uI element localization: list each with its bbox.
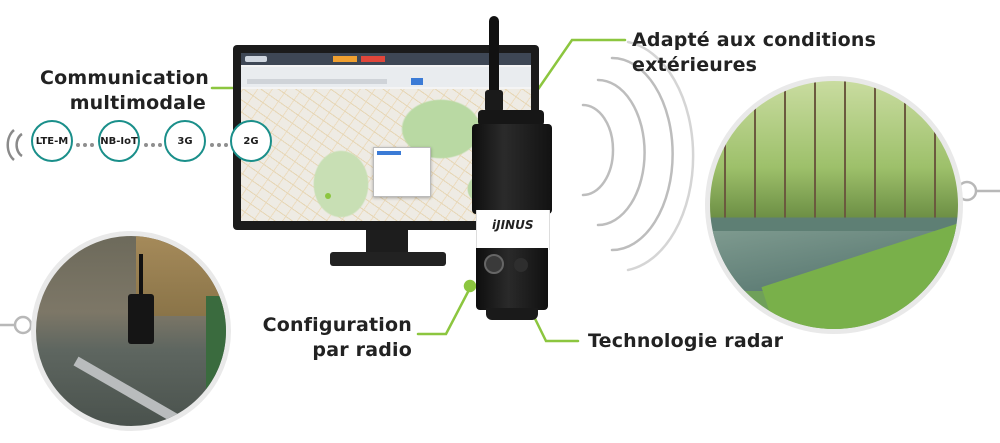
green-post — [206, 296, 226, 426]
sensor-mini-body — [128, 294, 154, 344]
device-bottom-cap — [486, 308, 538, 320]
callout-communication-line1: Communication — [40, 67, 210, 89]
callout-outdoor-line1: Adapté aux conditions — [632, 29, 877, 51]
monitor-base — [330, 252, 446, 266]
device-body — [472, 124, 552, 214]
callout-communication: Communication multimodale — [40, 66, 210, 116]
filter-fields — [247, 79, 387, 84]
callout-config: Configuration par radio — [250, 313, 412, 363]
app-logo — [245, 56, 267, 62]
signal-waves-icon — [6, 129, 23, 161]
photo-sensor-installed — [31, 231, 231, 431]
photo-river-forest — [705, 76, 963, 334]
callout-outdoor-line2: extérieures — [632, 54, 758, 76]
radar-waves-icon — [581, 40, 695, 272]
header-button-red — [361, 56, 385, 62]
network-chip-3g: 3G — [164, 120, 206, 162]
app-header-bar — [241, 53, 531, 65]
antenna-base — [485, 90, 503, 112]
filter-bar — [241, 67, 531, 87]
network-chip-2g: 2G — [230, 120, 272, 162]
network-chip-lte-m: LTE-M — [31, 120, 73, 162]
map-marker — [325, 193, 331, 199]
sensor-mini-antenna — [139, 254, 143, 294]
device-connector — [484, 254, 504, 274]
callout-communication-line2: multimodale — [69, 92, 206, 114]
map-popup-title — [377, 151, 401, 155]
map-popup — [373, 147, 431, 197]
callout-config-line1: Configuration — [262, 314, 412, 336]
device-label-band — [476, 210, 550, 250]
monitor-neck — [366, 230, 408, 254]
device-radar-lens — [514, 258, 528, 272]
callout-outdoor: Adapté aux conditions extérieures — [632, 28, 876, 78]
device-cap — [478, 110, 544, 126]
header-button-orange — [333, 56, 357, 62]
filter-search-button — [411, 78, 423, 85]
leader-outdoor — [530, 38, 627, 100]
antenna — [489, 16, 499, 106]
network-chip-nb-iot: NB-IoT — [98, 120, 140, 162]
leader-config — [416, 286, 472, 336]
callout-config-line2: par radio — [312, 339, 412, 361]
callout-radar: Technologie radar — [588, 330, 784, 352]
mounting-pole — [73, 356, 209, 426]
device-brand: iJINUS — [492, 218, 534, 232]
